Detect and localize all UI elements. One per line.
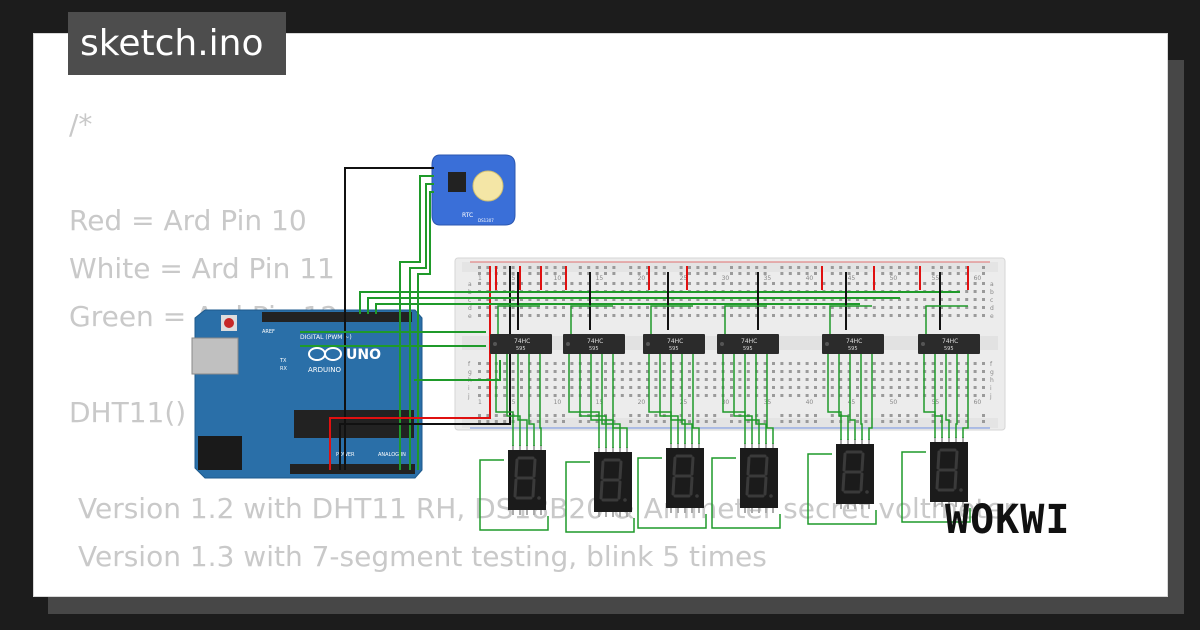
row-letter: a xyxy=(990,281,994,288)
row-letter: c xyxy=(468,297,471,304)
column-number: 5 xyxy=(512,275,516,282)
column-number: 45 xyxy=(848,399,856,406)
column-number: 1 xyxy=(478,399,482,406)
wires xyxy=(300,167,960,470)
chip-label: 595 xyxy=(669,346,679,352)
seven-segment-display xyxy=(836,439,874,509)
code-line: Red = Ard Pin 10 xyxy=(69,204,307,237)
row-letter: d xyxy=(468,305,472,312)
column-number: 25 xyxy=(680,275,688,282)
column-number: 15 xyxy=(596,399,604,406)
version-line: Version 1.3 with 7-segment testing, blin… xyxy=(78,540,767,573)
seven-segment-display xyxy=(508,445,546,515)
column-number: 20 xyxy=(638,399,646,406)
rtc-chip-label: DS1307 xyxy=(478,218,494,223)
rtc-chip xyxy=(448,172,466,192)
chip-label: 595 xyxy=(944,346,954,352)
rtc-module[interactable]: RTC DS1307 xyxy=(431,154,516,226)
row-letter: f xyxy=(990,361,993,368)
column-number: 10 xyxy=(554,399,562,406)
analog-label: ANALOG IN xyxy=(378,452,406,458)
seven-segment-display xyxy=(666,443,704,513)
column-number: 55 xyxy=(932,275,940,282)
column-number: 30 xyxy=(722,275,730,282)
row-letter: i xyxy=(468,385,470,392)
row-letter: g xyxy=(990,369,994,376)
chip-label: 595 xyxy=(589,346,599,352)
chip-label: 595 xyxy=(848,346,858,352)
row-letter: e xyxy=(990,313,994,320)
chip-label: 74HC xyxy=(741,338,757,345)
chip-label: 74HC xyxy=(514,338,530,345)
tx-label: TX xyxy=(279,358,287,364)
row-letter: i xyxy=(990,385,992,392)
row-letter: b xyxy=(990,289,994,296)
code-line: White = Ard Pin 11 xyxy=(69,252,335,285)
row-letter: f xyxy=(468,361,471,368)
column-number: 5 xyxy=(512,399,516,406)
column-number: 60 xyxy=(974,399,982,406)
column-number: 45 xyxy=(848,275,856,282)
column-number: 40 xyxy=(806,275,814,282)
usb-port xyxy=(191,337,239,375)
chip-label: 595 xyxy=(743,346,753,352)
chip-label: 74HC xyxy=(667,338,683,345)
row-letter: h xyxy=(990,377,994,384)
row-letter: d xyxy=(990,305,994,312)
wokwi-logo[interactable]: WOKWI xyxy=(945,497,1071,543)
coin-cell xyxy=(472,170,504,202)
rx-label: RX xyxy=(280,366,287,372)
column-number: 35 xyxy=(764,275,772,282)
aref-label: AREF xyxy=(262,329,275,335)
column-number: 1 xyxy=(478,275,482,282)
row-letter: g xyxy=(468,369,472,376)
arduino-label: ARDUINO xyxy=(308,366,341,374)
column-number: 10 xyxy=(554,275,562,282)
code-line: DHT11() is xyxy=(69,396,218,429)
uno-label: UNO xyxy=(346,347,381,363)
row-letter: j xyxy=(989,393,992,400)
seven-segment-display xyxy=(740,443,778,513)
column-number: 50 xyxy=(890,275,898,282)
digital-header[interactable] xyxy=(262,312,412,322)
row-letter: a xyxy=(468,281,472,288)
row-letter: j xyxy=(467,393,470,400)
column-number: 20 xyxy=(638,275,646,282)
column-number: 25 xyxy=(680,399,688,406)
sketch-filename-tab[interactable]: sketch.ino xyxy=(68,12,286,75)
rtc-label: RTC xyxy=(462,212,473,219)
column-number: 30 xyxy=(722,399,730,406)
arduino-uno-board[interactable]: DIGITAL (PWM ~) AREF TX RX UNO ARDUINO P… xyxy=(191,309,423,479)
power-jack xyxy=(198,436,242,470)
seven-segment-display xyxy=(594,447,632,517)
arduino-logo-icon xyxy=(308,347,342,361)
code-line: /* xyxy=(69,108,93,141)
column-number: 60 xyxy=(974,275,982,282)
seven-segment-display xyxy=(930,437,968,507)
digital-label: DIGITAL (PWM ~) xyxy=(300,334,352,341)
chip-label: 595 xyxy=(516,346,526,352)
power-analog-header[interactable] xyxy=(290,464,415,474)
column-number: 40 xyxy=(806,399,814,406)
chip-label: 74HC xyxy=(587,338,603,345)
row-letter: c xyxy=(990,297,993,304)
column-number: 50 xyxy=(890,399,898,406)
chip-label: 74HC xyxy=(846,338,862,345)
column-number: 15 xyxy=(596,275,604,282)
row-letter: e xyxy=(468,313,472,320)
chip-label: 74HC xyxy=(942,338,958,345)
